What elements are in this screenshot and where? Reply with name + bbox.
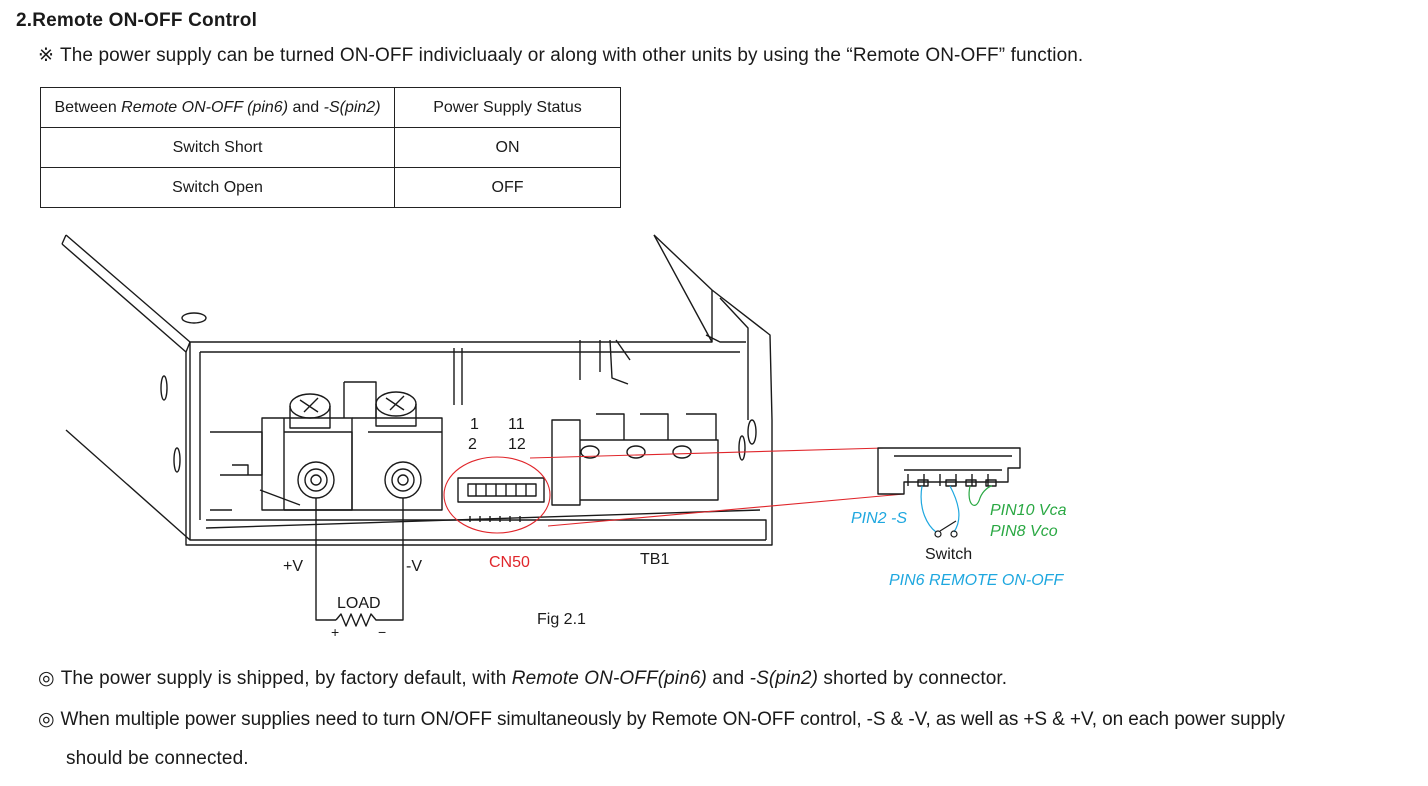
intro-paragraph: ※The power supply can be turned ON-OFF i… [38,44,1083,67]
note1-and: and [706,668,750,689]
switch-label: Switch [925,546,973,563]
note2-line1: When multiple power supplies need to tur… [60,709,1285,730]
table-cell-status: OFF [394,167,621,208]
header-prefix: Between [54,98,122,116]
status-table: Between Remote ON-OFF (pin6) and -S(pin2… [40,87,621,208]
note1-pin6: Remote ON-OFF(pin6) [511,668,707,689]
load-minus-label: − [378,624,387,640]
tb1-label: TB1 [640,551,670,568]
note2-line2: should be connected. [66,748,249,769]
table-header-condition: Between Remote ON-OFF (pin6) and -S(pin2… [40,87,395,128]
cn50-label: CN50 [489,554,530,571]
table-cell-condition: Switch Short [40,127,395,168]
load-label: LOAD [337,595,381,612]
load-plus-label: + [331,624,340,640]
green-wires [968,485,993,506]
note1-suffix: shorted by connector. [818,668,1008,689]
output-terminals [261,381,443,511]
blue-wires [920,485,960,533]
table-header-status: Power Supply Status [394,87,621,128]
intro-text: The power supply can be turned ON-OFF in… [60,45,1084,66]
bullet-circle-icon: ◎ [38,709,55,730]
power-supply-drawing [61,234,1021,627]
pin6-label: PIN6 REMOTE ON-OFF [889,572,1064,589]
chassis-outline [61,234,773,546]
table-row: Switch Short ON [40,127,621,168]
pin8-label: PIN8 Vco [990,523,1058,540]
note-factory-default: ◎The power supply is shipped, by factory… [38,667,1007,690]
pin-12-label: 12 [508,436,526,453]
pin-2-label: 2 [468,436,477,453]
load-wiring [315,498,404,627]
pin10-label: PIN10 Vca [990,502,1067,519]
reference-mark-icon: ※ [38,45,55,66]
table-header-row: Between Remote ON-OFF (pin6) and -S(pin2… [40,87,621,128]
header-and: and [288,98,324,116]
minus-v-label: -V [406,558,422,575]
section-heading: 2.Remote ON-OFF Control [16,10,258,31]
bullet-circle-icon: ◎ [38,668,55,689]
pin-1-label: 1 [470,416,479,433]
tb1-terminal-block [551,413,719,506]
pin-11-label: 11 [508,416,525,433]
table-cell-condition: Switch Open [40,167,395,208]
note-multiple-supplies: ◎When multiple power supplies need to tu… [38,708,1285,731]
note1-prefix: The power supply is shipped, by factory … [60,668,512,689]
cn50-connector [457,477,545,522]
external-connector [877,447,1021,495]
connector-highlight [443,447,905,534]
table-row: Switch Open OFF [40,167,621,208]
header-pin2: -S(pin2) [323,98,381,116]
header-pin6: Remote ON-OFF (pin6) [121,98,289,116]
table-cell-status: ON [394,127,621,168]
pin2-label: PIN2 -S [851,510,908,527]
switch-symbol [934,520,958,538]
figure-caption: Fig 2.1 [537,611,586,628]
wiring-figure: 1 11 2 12 +V -V CN50 TB1 LOAD + − Fig 2.… [0,222,1428,642]
pcb-board [205,431,767,540]
plus-v-label: +V [283,558,304,575]
note1-pin2: -S(pin2) [749,668,819,689]
